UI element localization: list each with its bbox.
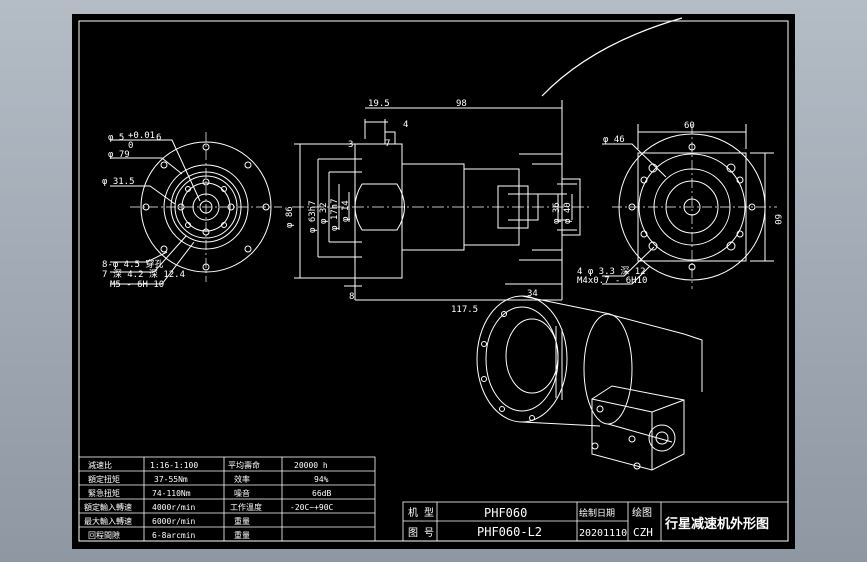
pcd-79-label: φ 79 xyxy=(108,150,130,160)
dim-8: 8 xyxy=(349,292,354,302)
spec-key-temp: 工作溫度 xyxy=(230,502,262,512)
spec-key-efficiency: 效率 xyxy=(234,474,250,484)
thread-m5-label: M5 - 6H 10 xyxy=(110,280,164,290)
dim-117-5: 117.5 xyxy=(451,305,478,315)
bore-depth-label: 6 xyxy=(156,133,161,143)
drawing-title: 行星减速机外形图 xyxy=(664,516,769,532)
dim-3: 3 xyxy=(348,140,353,150)
spec-val-life: 20000 h xyxy=(294,461,328,470)
title-block xyxy=(402,501,789,542)
side-section-view xyxy=(292,100,592,301)
dim-d36: φ 36 xyxy=(552,202,562,224)
spec-val-rated-torque: 37-55Nm xyxy=(154,475,188,484)
dim-d63: φ 63h7 xyxy=(308,200,318,233)
spec-key-weight: 重量 xyxy=(234,516,250,526)
spec-key-backlash: 回程間隙 xyxy=(88,530,120,540)
dim-34: 34 xyxy=(527,289,538,299)
drafter-label: 绘图 xyxy=(632,506,652,519)
spec-val-noise: 66dB xyxy=(312,489,331,498)
spec-key-noise: 噪音 xyxy=(234,488,250,498)
holes-4-label: 4 φ 3.3 深 12 xyxy=(577,266,646,277)
dim-60-side: 60 xyxy=(772,214,782,225)
dim-98: 98 xyxy=(456,99,467,109)
spec-val-peak-torque: 74-110Nm xyxy=(152,489,191,498)
holes-8-label: 8-φ 4.5 穿孔 xyxy=(102,258,163,270)
spec-key-life: 平均壽命 xyxy=(228,460,260,470)
spec-table xyxy=(78,456,376,542)
spec-key-ratio: 減速比 xyxy=(88,460,112,470)
dia-31-5-label: φ 31.5 xyxy=(102,177,135,187)
spec-key-max-speed: 最大輸入轉速 xyxy=(84,516,132,526)
spec-val-efficiency: 94% xyxy=(314,475,329,484)
dim-7: 7 xyxy=(385,139,390,149)
spec-key-rated-torque: 額定扭矩 xyxy=(88,474,120,484)
drawing-canvas: +0.01 0 φ 5 6 φ 79 φ 31.5 8-φ 4.5 穿孔 7 深… xyxy=(78,17,789,542)
dim-d40: φ 40 xyxy=(563,202,573,224)
dim-4: 4 xyxy=(403,120,408,130)
spec-val-rated-speed: 4000r/min xyxy=(152,503,196,512)
input-flange-view xyxy=(110,132,282,285)
counterbore-label: 7 深 4.2 深 12.4 xyxy=(102,269,185,280)
dim-d14: φ 14 xyxy=(341,200,351,222)
date-value: 20201110 xyxy=(579,528,627,539)
dim-d17: φ 17h7 xyxy=(330,198,340,231)
drafter-value: CZH xyxy=(633,526,653,539)
dim-60-top: 60 xyxy=(684,121,695,131)
spec-key-rated-speed: 額定輸入轉速 xyxy=(84,502,132,512)
isometric-view xyxy=(476,295,703,471)
drawing-sheet: +0.01 0 φ 5 6 φ 79 φ 31.5 8-φ 4.5 穿孔 7 深… xyxy=(72,14,795,549)
drawing-no-label: 图 号 xyxy=(408,527,434,539)
tolerance-upper: +0.01 xyxy=(128,131,155,141)
spec-val-ratio: 1:16-1:100 xyxy=(150,461,198,470)
spec-val-max-speed: 6000r/min xyxy=(152,517,196,526)
drawing-no-value: PHF060-L2 xyxy=(477,525,542,539)
bore-diameter-label: φ 5 xyxy=(108,133,124,143)
dim-19-5: 19.5 xyxy=(368,99,390,109)
spec-val-backlash: 6-8arcmin xyxy=(152,531,196,540)
spec-key-weight-2: 重量 xyxy=(234,530,250,540)
thread-m4-label: M4x0.7 - 6H10 xyxy=(577,276,647,286)
dia-46-label: φ 46 xyxy=(603,135,625,145)
tolerance-lower: 0 xyxy=(128,141,133,151)
spec-key-peak-torque: 緊急扭矩 xyxy=(88,488,120,498)
output-flange-view xyxy=(602,124,777,289)
dim-d32: φ 32 xyxy=(319,202,329,224)
model-value: PHF060 xyxy=(484,506,527,520)
model-label: 机 型 xyxy=(408,506,434,519)
dim-d86: φ 86 xyxy=(285,206,295,228)
spec-val-temp: -20C~+90C xyxy=(290,503,334,512)
arc-sketch-line xyxy=(541,17,683,97)
date-label: 绘制日期 xyxy=(579,507,615,519)
